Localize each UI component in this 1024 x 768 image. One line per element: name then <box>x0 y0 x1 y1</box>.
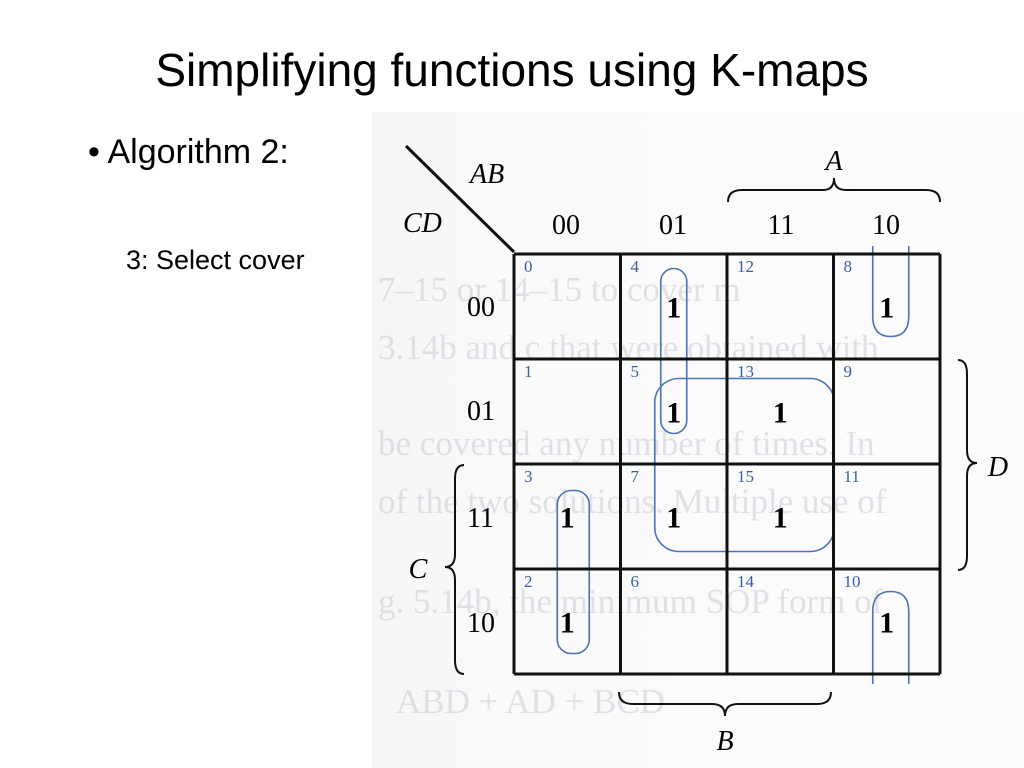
brace-d <box>957 359 978 571</box>
cell-index: 15 <box>737 467 754 486</box>
cell-value: 1 <box>773 502 788 535</box>
brace-label-d: D <box>987 452 1008 483</box>
cell-index: 12 <box>737 257 754 276</box>
cell-index: 13 <box>737 362 754 381</box>
cell-value: 1 <box>666 397 681 430</box>
cell-index: 6 <box>631 572 640 591</box>
row-header: 01 <box>467 396 495 427</box>
kmap-labels: AB CD 00 01 11 10 00 01 11 10 A B C D <box>403 144 1008 757</box>
cell-index: 11 <box>844 467 860 486</box>
cell-index: 5 <box>631 362 640 381</box>
cell-value: 1 <box>666 292 681 325</box>
brace-c <box>444 464 465 675</box>
loop-group-10-wrap <box>871 590 910 684</box>
cell-index: 8 <box>844 257 853 276</box>
cell-value: 1 <box>560 607 575 640</box>
brace-label-c: C <box>409 554 428 585</box>
slide-title: Simplifying functions using K-maps <box>155 44 869 96</box>
background-text-line: 7–15 or 14–15 to cover m <box>378 270 741 309</box>
background-text-line: ABD + AD + BCD <box>396 682 665 721</box>
corner-diagonal <box>404 144 516 254</box>
cell-index: 7 <box>631 467 640 486</box>
background-text-line: g. 5.14b, the minimum SOP form of <box>378 582 884 621</box>
cell-index: 4 <box>631 257 640 276</box>
cell-index: 9 <box>844 362 853 381</box>
col-header: 01 <box>659 210 687 241</box>
loop-group-8-wrap <box>871 246 910 338</box>
cell-index: 10 <box>844 572 861 591</box>
col-var-label: AB <box>468 159 504 190</box>
cell-index: 2 <box>524 572 533 591</box>
row-header: 11 <box>467 503 494 534</box>
loop-group-4-5 <box>659 267 688 435</box>
cell-index: 1 <box>524 362 533 381</box>
subpoint-select-cover: 3: Select cover <box>126 245 305 275</box>
row-var-label: CD <box>403 208 442 239</box>
brace-label-a: A <box>823 146 843 177</box>
col-header: 00 <box>552 210 580 241</box>
cell-value: 1 <box>560 502 575 535</box>
background-text-line: be covered any number of times. In <box>378 424 875 463</box>
cell-value: 1 <box>773 397 788 430</box>
cell-value: 1 <box>666 502 681 535</box>
brace-a <box>727 177 941 203</box>
row-header: 10 <box>467 608 495 639</box>
col-header: 11 <box>768 210 795 241</box>
loop-group-3-2 <box>556 489 591 655</box>
col-header: 10 <box>872 210 900 241</box>
row-header: 00 <box>467 292 495 323</box>
brace-label-b: B <box>716 726 733 757</box>
brace-b <box>618 691 832 717</box>
cell-index: 14 <box>737 572 755 591</box>
cell-value: 1 <box>879 607 894 640</box>
background-text-line: of the two solutions. Multiple use of <box>378 482 887 521</box>
cell-index: 3 <box>524 467 533 486</box>
cell-index: 0 <box>524 257 533 276</box>
cell-value: 1 <box>879 292 894 325</box>
bullet-algorithm: • Algorithm 2: <box>88 133 289 171</box>
